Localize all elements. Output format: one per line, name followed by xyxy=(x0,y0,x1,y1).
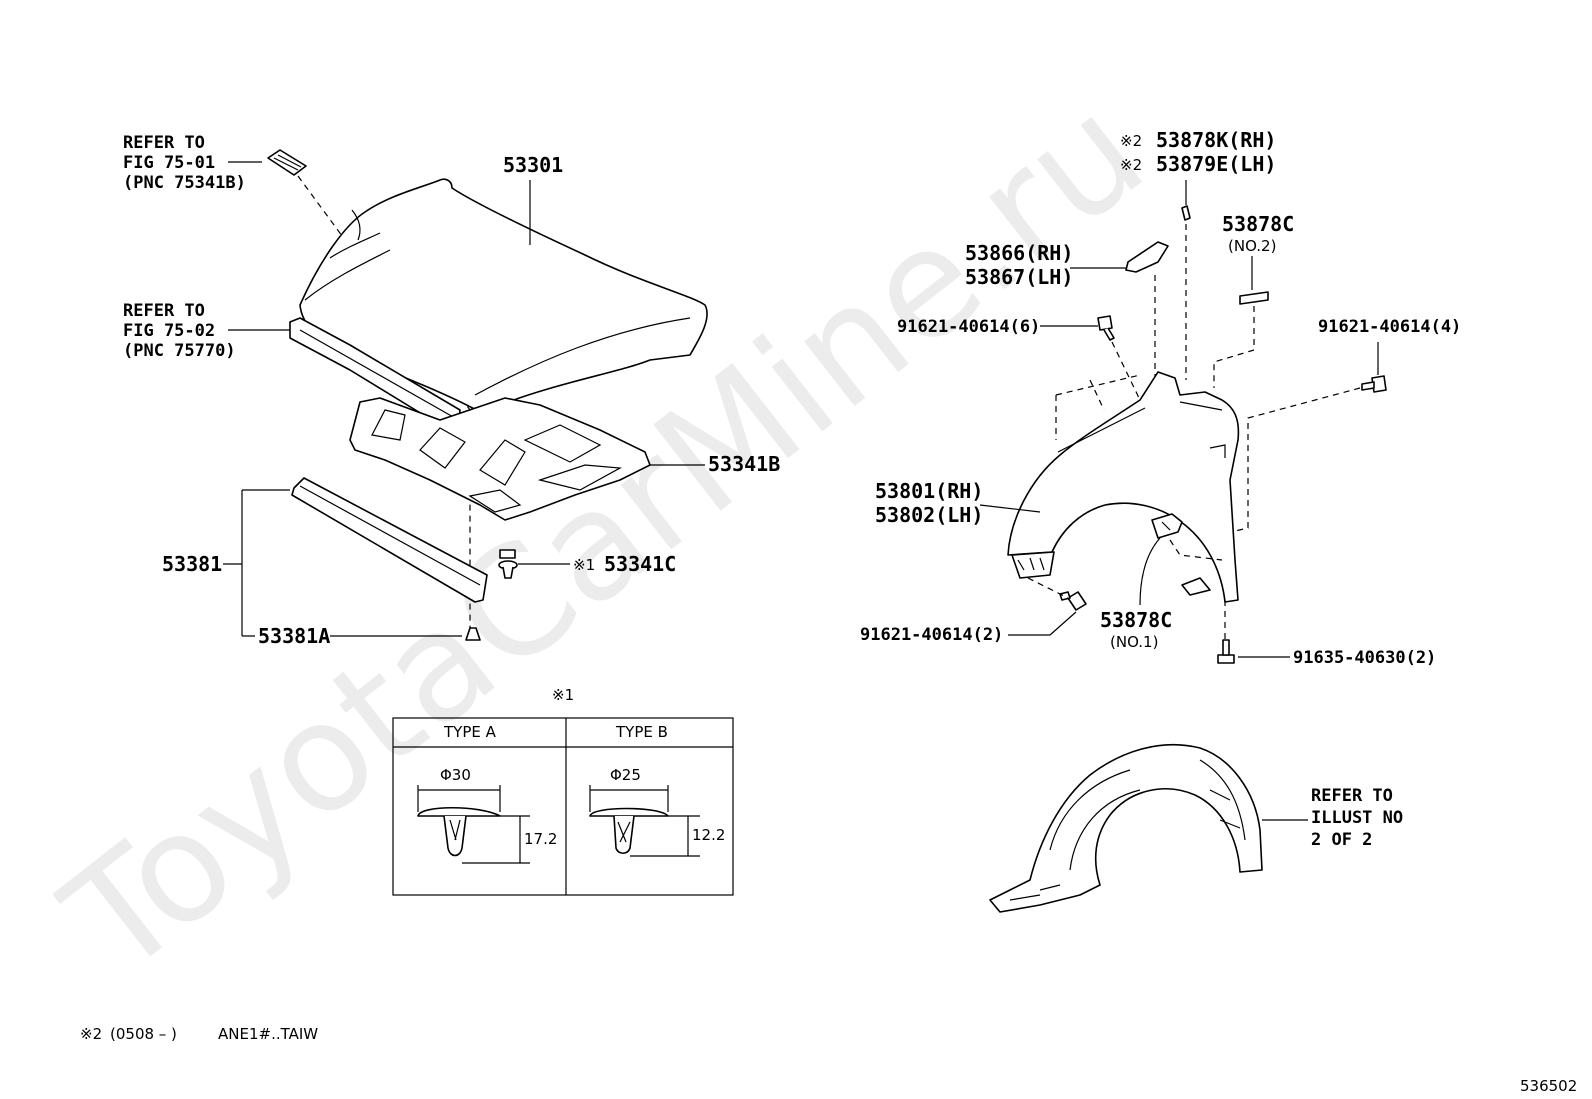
fender-lh-number: 53802(LH) xyxy=(875,503,983,527)
refer-a-line1: REFER TO xyxy=(123,133,205,153)
type-a-height: 17.2 xyxy=(524,830,557,848)
protector-icon xyxy=(1181,205,1191,221)
watermark: ToyotaCarMine.ru xyxy=(34,64,1175,1008)
liner-section: REFER TO ILLUST NO 2 OF 2 xyxy=(989,743,1403,913)
liner-refer-line1: REFER TO xyxy=(1311,786,1393,806)
bolt-2-number: 91621-40614(2) xyxy=(860,625,1003,645)
protector-lh-number: 53879E(LH) xyxy=(1156,152,1276,176)
clip-type-table: ※1 TYPE A TYPE B Φ30 17.2 Φ25 12.2 xyxy=(392,686,734,896)
type-b-clip-icon xyxy=(589,807,669,855)
bolt-4-number: 91621-40614(4) xyxy=(1318,317,1461,337)
seal-lh-number: 53867(LH) xyxy=(965,265,1073,289)
footnote-range: (0508 – ) xyxy=(110,1025,177,1043)
screw-2-icon xyxy=(1217,639,1235,664)
footnote-mark: ※2 xyxy=(80,1025,102,1043)
clip-53341c-icon xyxy=(498,549,518,579)
cushion-no2-icon xyxy=(1239,291,1269,305)
type-b-header: TYPE B xyxy=(615,723,668,741)
hood-insulator xyxy=(349,397,651,521)
refer-b-line1: REFER TO xyxy=(123,301,205,321)
type-a-header: TYPE A xyxy=(443,723,497,741)
footer: ※2 (0508 – ) ANE1#..TAIW 536502 xyxy=(80,1025,1577,1095)
bolt-6-number: 91621-40614(6) xyxy=(897,317,1040,337)
hood-section: REFER TO FIG 75-01 (PNC 75341B) 53301 RE… xyxy=(123,133,780,648)
insulator-part-number: 53341B xyxy=(708,452,780,476)
fender-rh-number: 53801(RH) xyxy=(875,479,983,503)
seal-clip-part-number: 53381A xyxy=(258,624,330,648)
hood-part-number: 53301 xyxy=(503,153,563,177)
clip-part-number: 53341C xyxy=(604,552,676,576)
type-a-clip-icon xyxy=(417,806,501,857)
refer-b-line3: (PNC 75770) xyxy=(123,341,236,361)
hood-panel xyxy=(299,178,708,413)
mark2-lh: ※2 xyxy=(1120,156,1142,174)
fender-section: ※2 53878K(RH) ※2 53879E(LH) 53866(RH) 53… xyxy=(860,128,1461,668)
refer-a-line2: FIG 75-01 xyxy=(123,153,215,173)
seal-part-number: 53381 xyxy=(162,552,222,576)
screw-2-number: 91635-40630(2) xyxy=(1293,648,1436,668)
cushion-no1-number: 53878C xyxy=(1100,608,1172,632)
footnote-model: ANE1#..TAIW xyxy=(218,1025,318,1043)
type-b-height: 12.2 xyxy=(692,826,725,844)
table-mark: ※1 xyxy=(552,686,574,704)
mark2-rh: ※2 xyxy=(1120,132,1142,150)
figure-number: 536502 xyxy=(1520,1077,1577,1095)
protector-rh-number: 53878K(RH) xyxy=(1156,128,1276,152)
bolt-4-icon xyxy=(1361,375,1387,393)
type-a-diameter: Φ30 xyxy=(440,766,471,784)
cushion-no1-sub: (NO.1) xyxy=(1110,633,1158,651)
fender-seal-icon xyxy=(1125,241,1169,273)
hood-seal-strip xyxy=(291,477,488,603)
type-b-diameter: Φ25 xyxy=(610,766,641,784)
seal-clip-icon xyxy=(465,627,481,641)
liner-refer-line3: 2 OF 2 xyxy=(1311,830,1372,850)
seal-rh-number: 53866(RH) xyxy=(965,241,1073,265)
cushion-no2-number: 53878C xyxy=(1222,212,1294,236)
cushion-no1-icon xyxy=(1151,513,1183,539)
refer-b-line2: FIG 75-02 xyxy=(123,321,215,341)
emblem-icon xyxy=(267,149,307,176)
bolt-6-icon xyxy=(1097,315,1115,341)
cushion-no2-sub: (NO.2) xyxy=(1228,237,1276,255)
refer-a-line3: (PNC 75341B) xyxy=(123,173,246,193)
fender-liner-panel xyxy=(989,743,1263,913)
front-fender-panel xyxy=(1007,371,1240,603)
bolt-2-icon xyxy=(1059,591,1087,611)
clip-mark: ※1 xyxy=(573,556,595,574)
liner-refer-line2: ILLUST NO xyxy=(1311,808,1403,828)
